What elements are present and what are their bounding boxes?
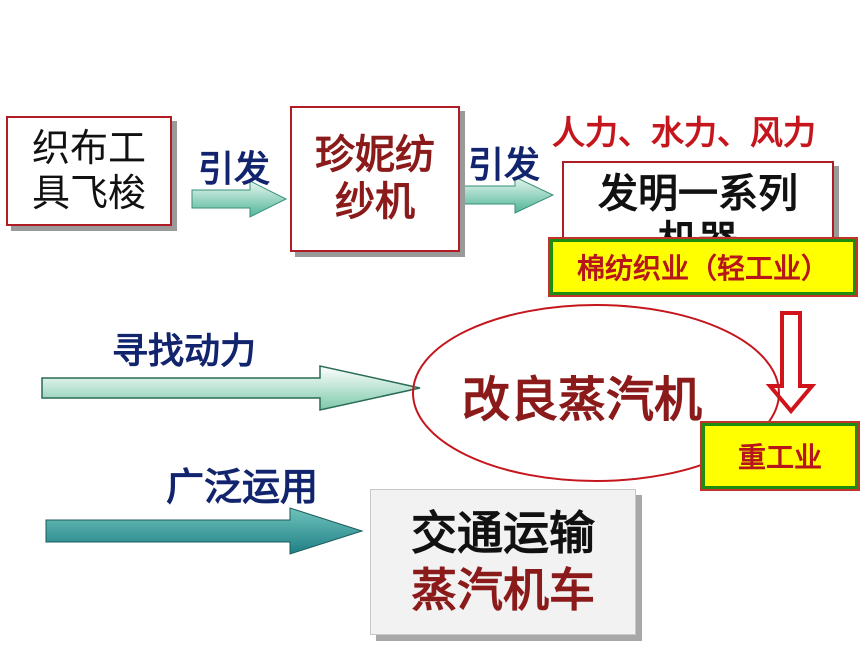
arrow-2 [455, 176, 555, 214]
wide-use-label: 广泛运用 [166, 465, 319, 509]
steam-engine-label: 改良蒸汽机 [462, 372, 703, 428]
box1-line1: 织布工 [31, 126, 146, 171]
transport-line2: 蒸汽机车 [411, 563, 595, 617]
box1-line2: 具飞梭 [31, 171, 146, 215]
box-flying-shuttle: 织布工 具飞梭 [6, 116, 172, 226]
arrow-1 [191, 180, 288, 218]
heavy-industry-box: 重工业 [700, 421, 860, 491]
box-spinning-jenny: 珍妮纺 纱机 [290, 106, 460, 252]
arrow-find-power [41, 365, 421, 411]
arrow1-label: 引发 [198, 149, 271, 190]
light-industry-label: 棉纺织业（轻工业） [576, 252, 829, 285]
transport-line1: 交通运输 [411, 505, 595, 560]
arrow2-label: 引发 [468, 145, 541, 186]
find-power-label: 寻找动力 [112, 331, 257, 372]
box-transportation: 交通运输 蒸汽机车 [370, 489, 636, 635]
arrow-wide-use [45, 507, 364, 555]
box2-line1: 珍妮纺 [315, 131, 435, 178]
steam-engine-ellipse [412, 304, 780, 482]
box-inventions: 发明一系列 机器 [562, 161, 834, 251]
down-arrow [765, 311, 817, 415]
heavy-industry-label: 重工业 [737, 441, 822, 474]
box2-line2: 纱机 [335, 179, 415, 225]
box3-line1: 发明一系列 [598, 171, 798, 217]
light-industry-box: 棉纺织业（轻工业） [548, 237, 858, 297]
power-sources-label: 人力、水力、风力 [552, 113, 816, 152]
